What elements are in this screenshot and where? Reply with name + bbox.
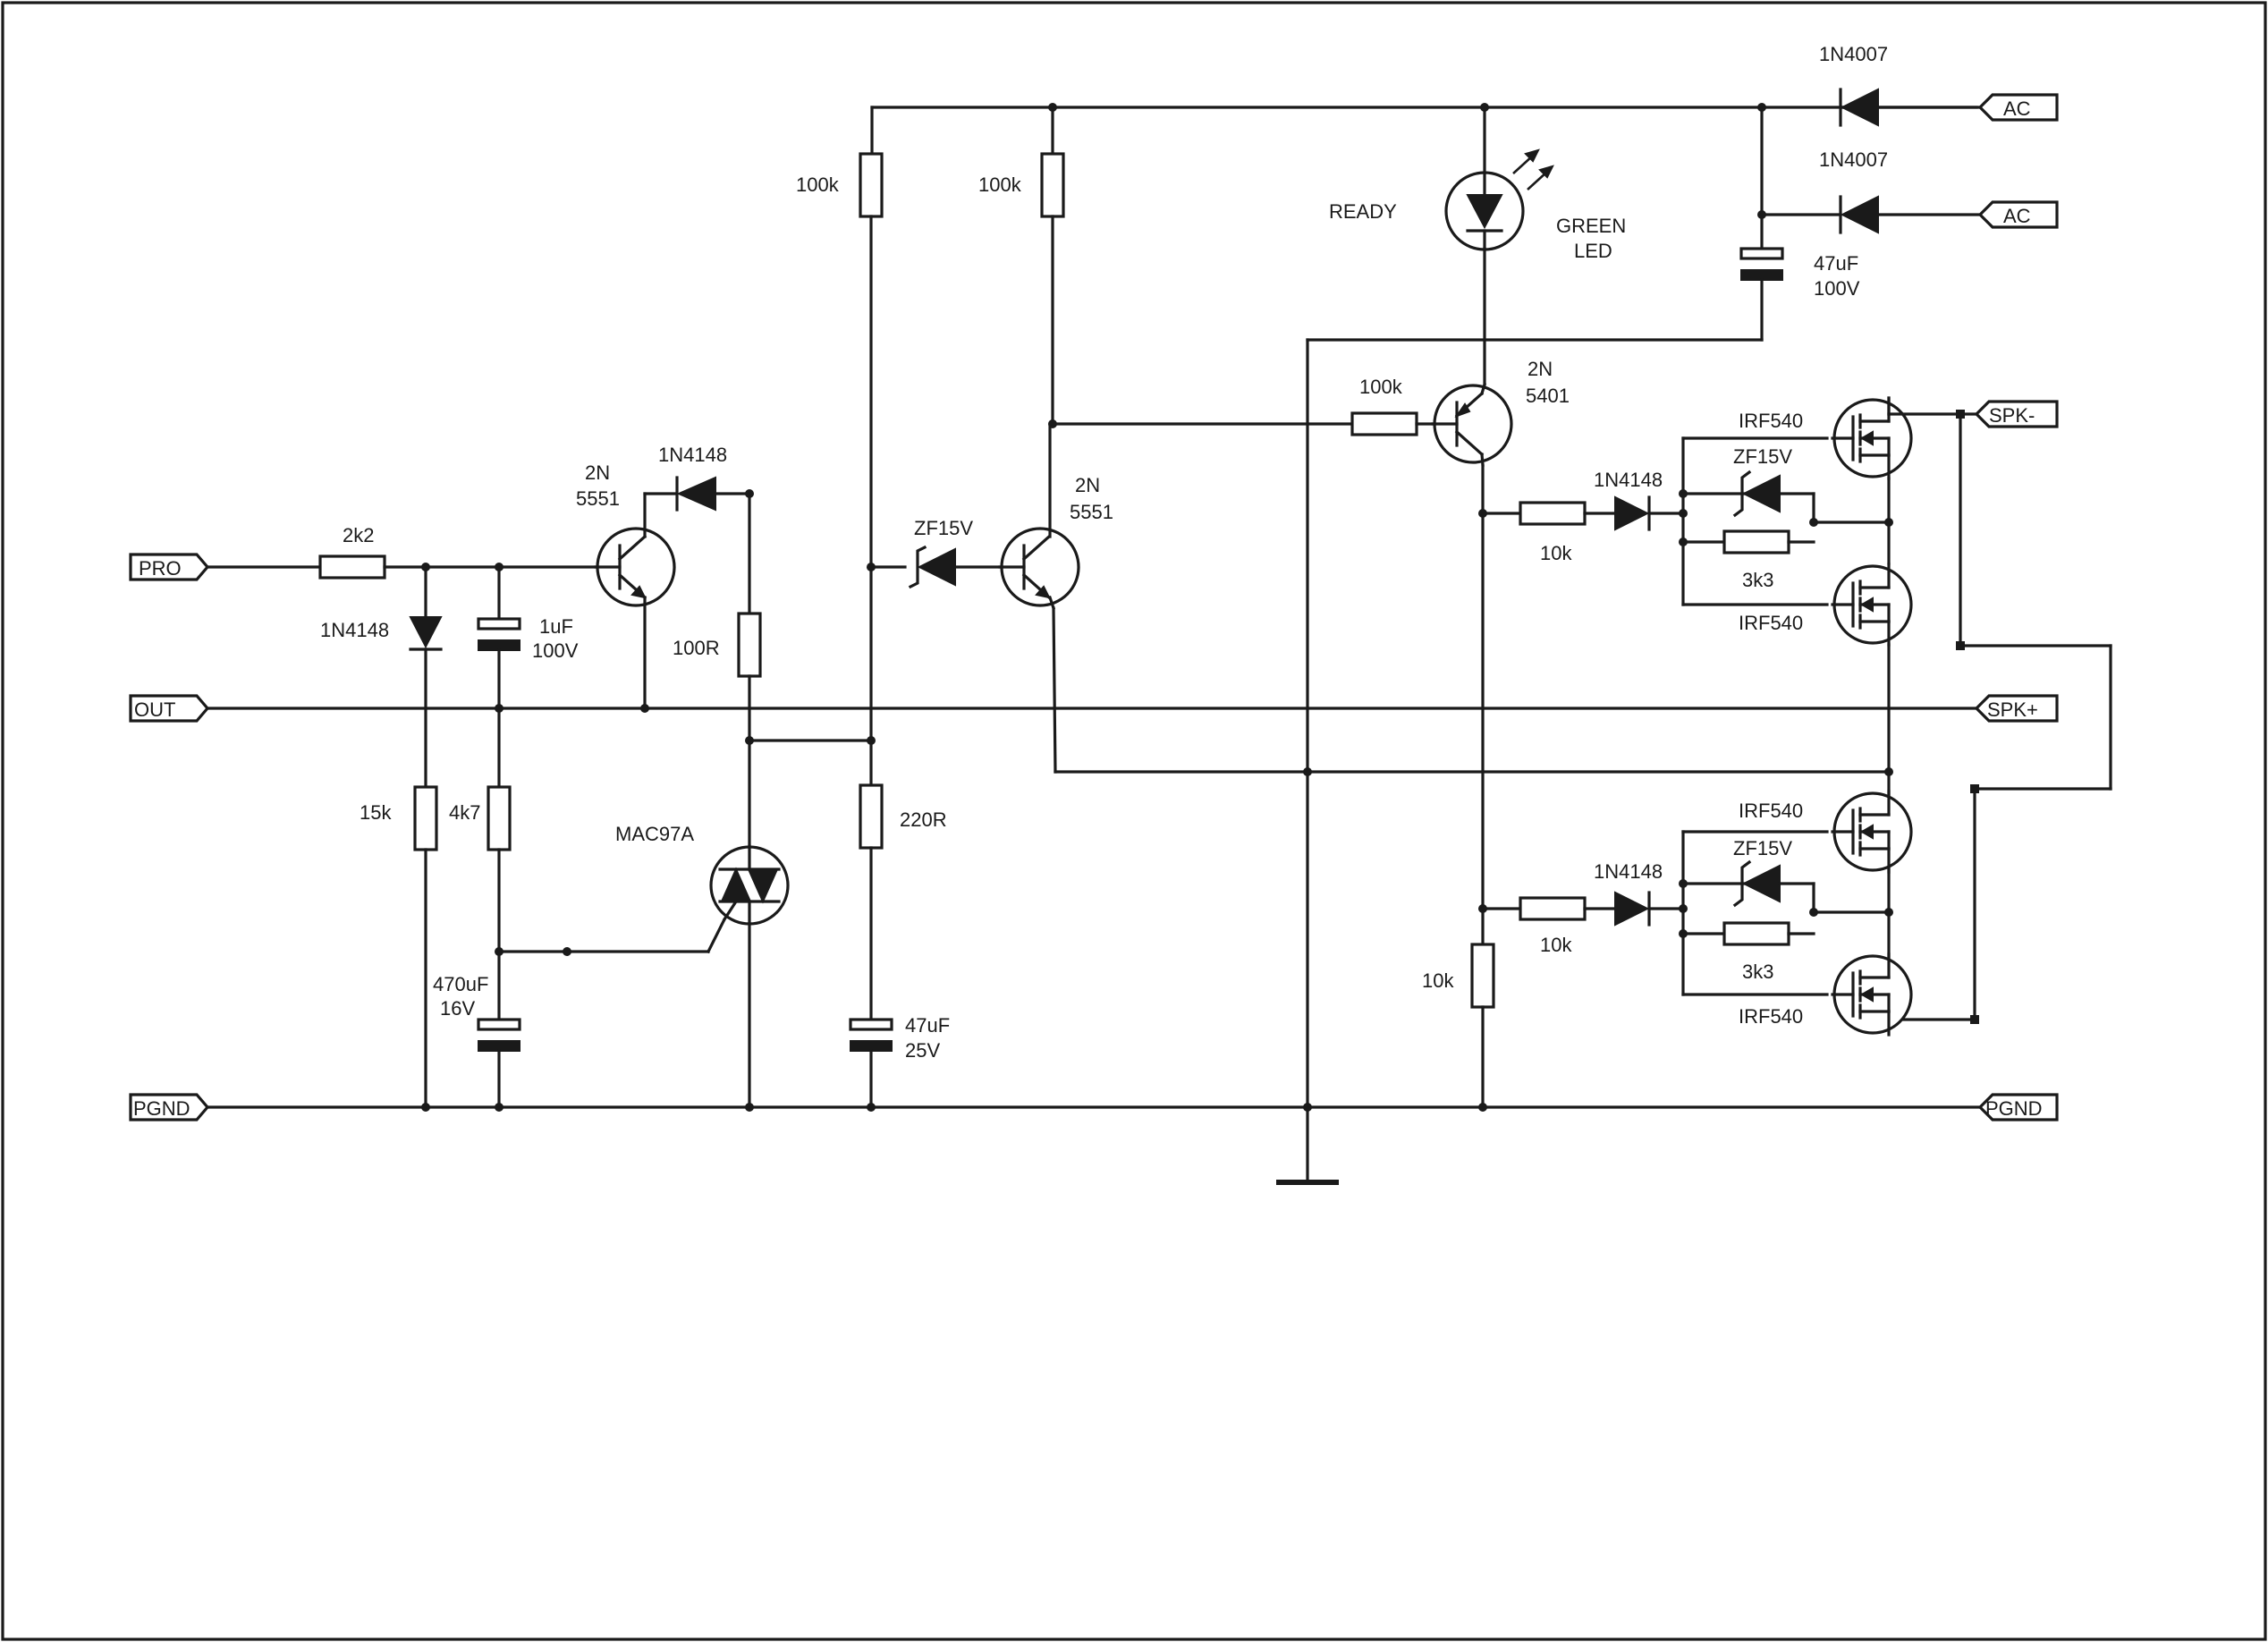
transistor-q2-2n5551 (998, 527, 1080, 607)
triac-mac97a (709, 844, 790, 1109)
zener-zf15v-main (917, 547, 956, 587)
transistor-q1-2n5551 (594, 527, 676, 607)
diode-1n4007-bottom (1840, 195, 1879, 234)
port-ac-1-label: AC (2003, 97, 2031, 120)
transistor-q3-2n5401 (1431, 384, 1513, 464)
diode-1n4148-q1 (676, 476, 716, 512)
capacitor-47uf-100v (1739, 247, 1784, 260)
mosfet-irf540-3-label: IRF540 (1739, 800, 1803, 822)
zener-zf15v-lower (1741, 864, 1781, 903)
bus-wires (206, 106, 1982, 1109)
port-spk-plus-label: SPK+ (1987, 698, 2038, 721)
resistor-220r-label: 220R (900, 808, 947, 831)
capacitor-47uf-25v-voltage: 25V (905, 1039, 940, 1062)
resistor-100r-label: 100R (673, 637, 720, 659)
zener-zf15v-lower-label: ZF15V (1733, 837, 1792, 859)
resistor-2k2 (318, 554, 386, 580)
port-pgnd-right-label: PGND (1985, 1097, 2043, 1120)
transistor-q3-label-2: 5401 (1526, 385, 1570, 407)
port-pro: PRO (129, 553, 210, 581)
port-ac-2-label: AC (2003, 205, 2031, 227)
port-out: OUT (129, 694, 210, 723)
resistor-100k-base-label: 100k (1359, 376, 1403, 398)
port-ac-1: AC (1977, 93, 2059, 122)
port-spk-minus: SPK- (1974, 400, 2059, 428)
capacitor-47uf-100v-label: 47uF (1814, 252, 1858, 275)
resistor-100k-base (1350, 411, 1418, 436)
diode-1n4007-bottom-label: 1N4007 (1819, 148, 1888, 171)
resistor-2k2-label: 2k2 (343, 524, 374, 546)
resistor-10k-upper-series (1519, 501, 1587, 526)
resistor-10k-upper-series-label: 10k (1540, 542, 1572, 564)
led-ready-green (1444, 148, 1554, 251)
led-ready-label: READY (1329, 200, 1397, 223)
diode-1n4148-input (409, 616, 443, 649)
resistor-3k3-upper-label: 3k3 (1742, 569, 1773, 591)
resistor-100k-b (1040, 152, 1065, 218)
resistor-4k7-label: 4k7 (449, 801, 480, 824)
port-ac-2: AC (1977, 200, 2059, 229)
resistor-10k-shunt (1470, 943, 1495, 1009)
mosfet-irf540-1-label: IRF540 (1739, 410, 1803, 432)
diode-1n4148-upper-label: 1N4148 (1594, 469, 1663, 491)
capacitor-470uf-label: 470uF (433, 973, 488, 995)
mosfet-irf540-2-label: IRF540 (1739, 612, 1803, 634)
resistor-3k3-upper (1722, 529, 1790, 554)
transistor-q3-label-1: 2N (1528, 358, 1553, 380)
triac-mac97a-label: MAC97A (615, 823, 694, 845)
diode-1n4148-lower-label: 1N4148 (1594, 860, 1663, 883)
transistor-q1-label-1: 2N (585, 461, 610, 484)
port-spk-minus-label: SPK- (1989, 404, 2035, 427)
port-spk-plus: SPK+ (1974, 694, 2059, 723)
led-color-label-2: LED (1574, 240, 1612, 262)
port-pro-label: PRO (139, 557, 182, 580)
transistor-q2-label-2: 5551 (1070, 501, 1113, 523)
resistor-4k7 (487, 785, 512, 851)
port-pgnd-left: PGND (129, 1093, 210, 1121)
diode-1n4148-input-label: 1N4148 (320, 619, 389, 641)
resistor-100r (737, 612, 762, 678)
capacitor-47uf-25v-label: 47uF (905, 1014, 950, 1037)
resistor-10k-lower-series (1519, 896, 1587, 921)
capacitor-470uf (477, 1018, 521, 1031)
transistor-q1-label-2: 5551 (576, 487, 620, 510)
resistor-3k3-lower-label: 3k3 (1742, 961, 1773, 983)
resistor-15k-label: 15k (360, 801, 392, 824)
port-pgnd-left-label: PGND (133, 1097, 190, 1120)
port-out-label: OUT (134, 698, 175, 721)
resistor-100k-b-label: 100k (978, 174, 1022, 196)
resistor-3k3-lower (1722, 921, 1790, 946)
capacitor-1uf-label: 1uF (539, 615, 573, 638)
resistor-220r (859, 783, 884, 850)
capacitor-470uf-voltage: 16V (440, 997, 475, 1020)
mosfet-irf540-4-label: IRF540 (1739, 1005, 1803, 1028)
resistor-15k (413, 785, 438, 851)
capacitor-1uf (477, 617, 521, 631)
port-pgnd-right: PGND (1977, 1093, 2059, 1121)
resistor-10k-lower-series-label: 10k (1540, 934, 1572, 956)
capacitor-47uf-25v (849, 1018, 893, 1031)
zener-zf15v-upper-label: ZF15V (1733, 445, 1792, 468)
diode-1n4148-upper (1614, 495, 1650, 531)
transistor-q2-label-1: 2N (1075, 474, 1100, 496)
resistor-10k-shunt-label: 10k (1422, 969, 1454, 992)
capacitor-47uf-100v-voltage: 100V (1814, 277, 1860, 300)
resistor-100k-a-label: 100k (796, 174, 840, 196)
led-color-label-1: GREEN (1556, 215, 1626, 237)
zener-zf15v-upper (1741, 474, 1781, 513)
diode-1n4007-top (1840, 88, 1879, 127)
zener-zf15v-main-label: ZF15V (914, 517, 973, 539)
resistor-100k-a (859, 152, 884, 218)
diode-1n4148-lower (1614, 891, 1650, 927)
capacitor-1uf-voltage: 100V (532, 639, 579, 662)
diode-1n4007-top-label: 1N4007 (1819, 43, 1888, 65)
diode-1n4148-q1-label: 1N4148 (658, 444, 727, 466)
